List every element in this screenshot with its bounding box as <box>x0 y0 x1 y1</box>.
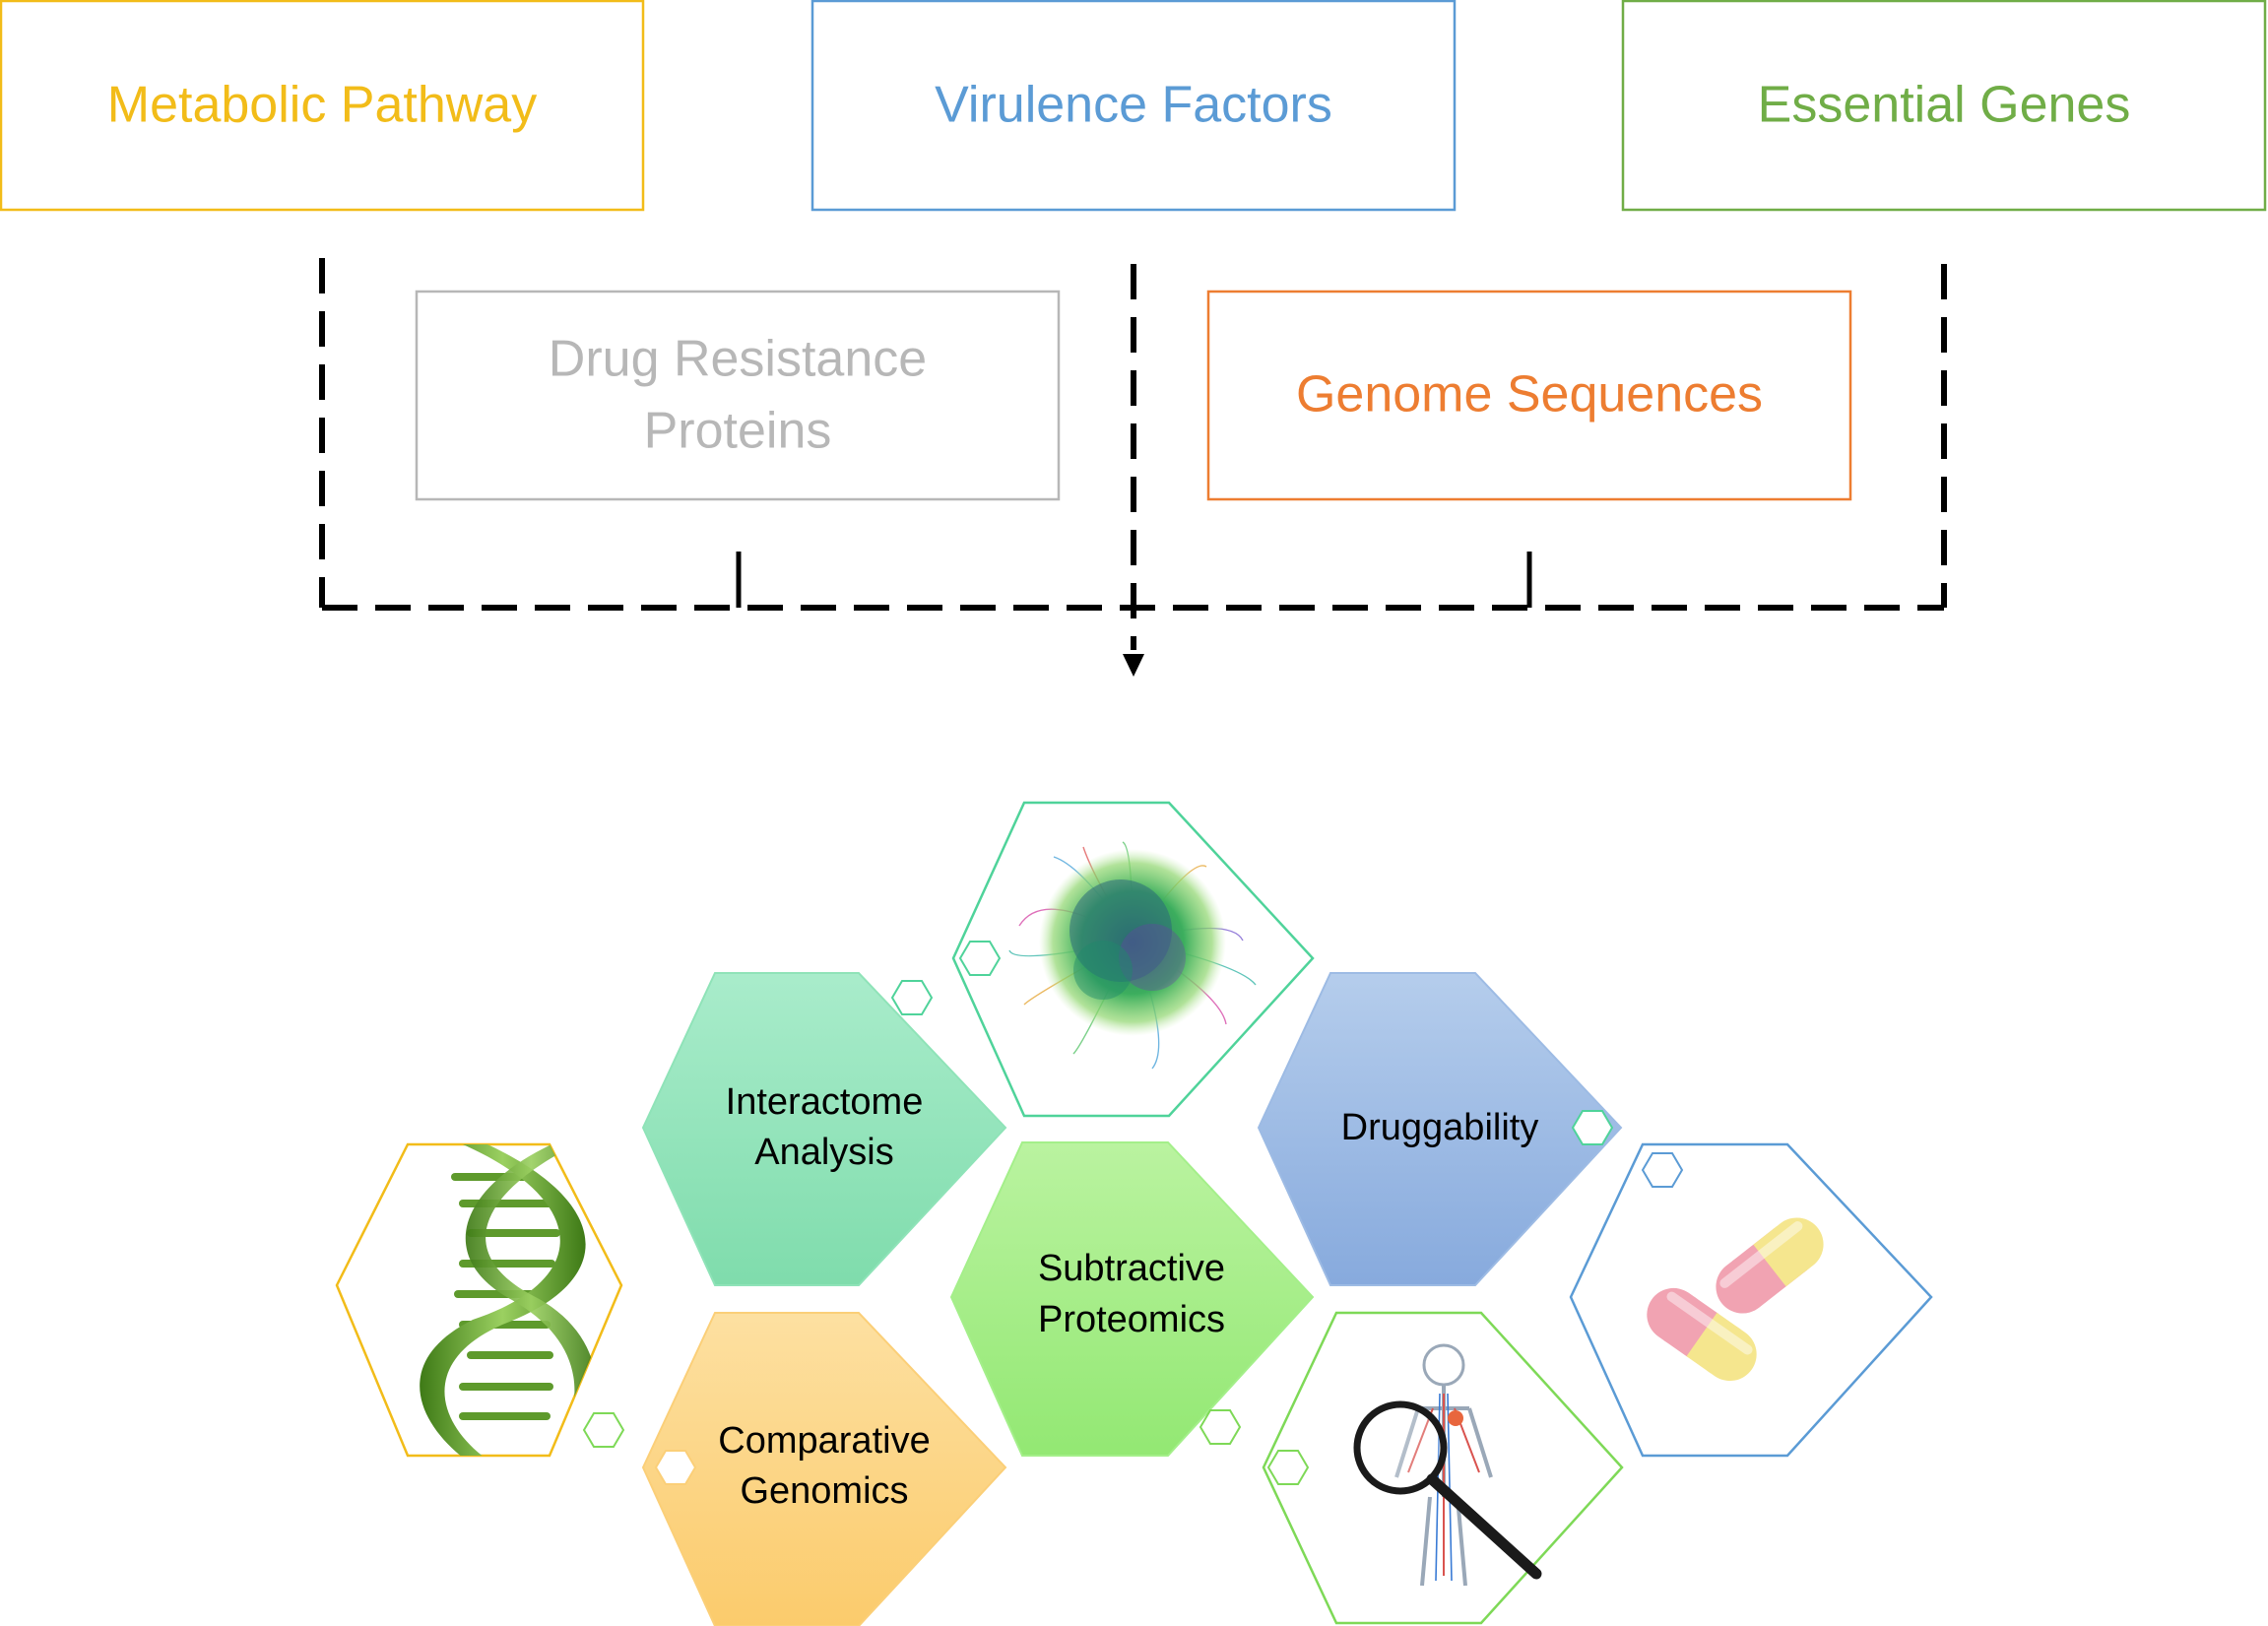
virulence-factors-box: Virulence Factors <box>810 0 1457 212</box>
subtractive-proteomics-hexagon: Subtractive Proteomics <box>949 1141 1315 1457</box>
essential-genes-box: Essential Genes <box>1621 0 2267 212</box>
druggability-hexagon: Druggability <box>1257 972 1623 1286</box>
capsule-pills-icon <box>1647 1217 1824 1382</box>
small-hexagon-icon <box>582 1412 625 1448</box>
drug-resistance-label-line1: Drug Resistance <box>549 331 927 388</box>
virulence-factors-label: Virulence Factors <box>935 77 1332 134</box>
interactome-analysis-hexagon: Interactome Analysis <box>641 972 1007 1286</box>
essential-genes-label: Essential Genes <box>1758 77 2131 134</box>
capsule-pills-hexagon <box>1569 1142 1933 1458</box>
dna-hexagon <box>335 1142 625 1458</box>
genome-sequences-label: Genome Sequences <box>1296 366 1763 423</box>
small-hexagon-icon <box>1199 1409 1242 1445</box>
metabolic-pathway-label: Metabolic Pathway <box>107 77 537 134</box>
connector-stubs <box>736 552 1532 608</box>
network-graph-hexagon <box>951 801 1315 1118</box>
small-hexagon-icon <box>654 1450 697 1485</box>
drug-resistance-label-line2: Proteins <box>644 403 832 460</box>
small-hexagon-icon <box>958 941 1002 976</box>
dna-helix-icon <box>420 1144 597 1456</box>
network-graph-icon <box>1008 841 1257 1070</box>
metabolic-pathway-box: Metabolic Pathway <box>0 0 645 212</box>
comparative-genomics-hexagon: Comparative Genomics <box>641 1312 1007 1626</box>
human-body-hexagon <box>1262 1311 1624 1625</box>
drug-resistance-proteins-box: Drug Resistance Proteins <box>415 290 1061 501</box>
druggability-label: Druggability <box>1341 1107 1539 1148</box>
subtractive-label-line1: Subtractive <box>1038 1248 1225 1289</box>
comparative-label-line2: Genomics <box>740 1470 908 1512</box>
comparative-label-line1: Comparative <box>718 1420 930 1462</box>
dashed-connector <box>319 258 1947 650</box>
small-hexagon-icon <box>1641 1152 1684 1188</box>
genome-sequences-box: Genome Sequences <box>1206 290 1852 501</box>
interactome-label-line2: Analysis <box>754 1132 894 1173</box>
human-body-magnifier-icon <box>1353 1343 1542 1587</box>
subtractive-label-line2: Proteomics <box>1038 1299 1225 1340</box>
connector-arrowhead <box>1123 654 1144 677</box>
interactome-label-line1: Interactome <box>726 1081 924 1123</box>
small-hexagon-icon <box>890 980 934 1015</box>
small-hexagon-icon <box>1266 1450 1310 1485</box>
small-hexagon-icon <box>1571 1110 1614 1145</box>
